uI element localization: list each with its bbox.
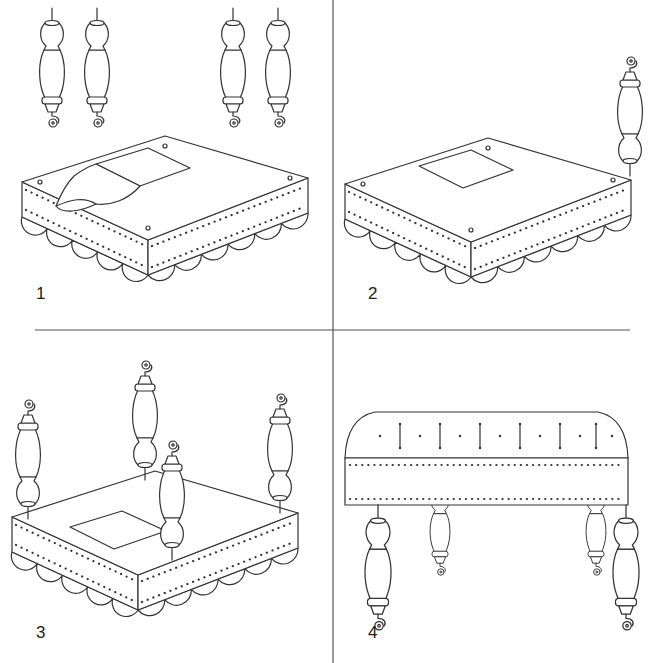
step-number: 4 bbox=[368, 624, 377, 641]
step-number: 3 bbox=[36, 624, 45, 641]
step-number: 1 bbox=[36, 285, 45, 302]
step-number: 2 bbox=[368, 285, 377, 302]
